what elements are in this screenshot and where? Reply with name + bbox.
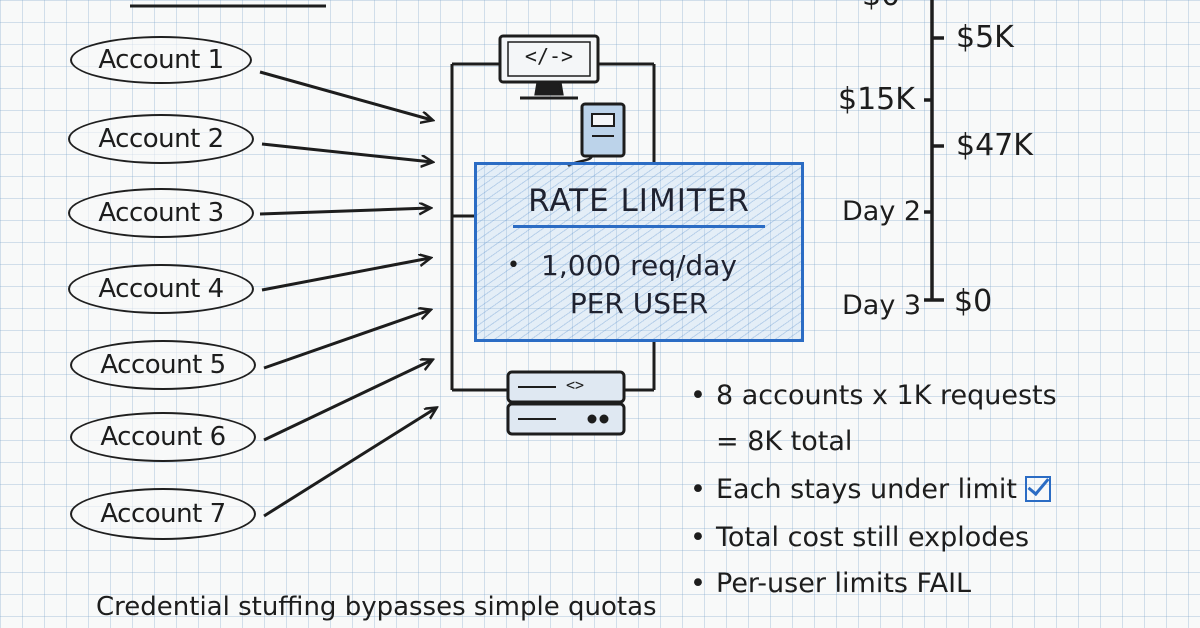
monitor-code-label: </-> — [524, 44, 574, 68]
caption: Credential stuffing bypasses simple quot… — [96, 592, 657, 622]
account-5-node: Account 5 — [70, 340, 256, 390]
timeline-top-cut-value: $0 — [862, 0, 900, 13]
account-1-node: Account 1 — [70, 36, 252, 84]
monitor-icon — [498, 34, 600, 100]
bullet-icon: • — [690, 568, 706, 599]
cost-timeline — [924, 0, 944, 302]
timeline-value-5k: $5K — [956, 20, 1014, 55]
system-frame — [450, 62, 656, 392]
bullet-icon: • — [690, 474, 706, 505]
device-icon — [567, 102, 626, 168]
checkbox-checked-icon — [1025, 475, 1052, 502]
bullet-icon: • — [690, 380, 706, 411]
timeline-day-3: Day 3 — [842, 290, 922, 321]
account-2-node: Account 2 — [68, 114, 254, 164]
timeline-value-47k: $47K — [956, 128, 1033, 163]
rate-limiter-box: RATE LIMITER • 1,000 req/day PER USER — [474, 162, 804, 342]
rate-limiter-rule-line1: 1,000 req/day — [541, 249, 737, 282]
note-cost-explodes: •Total cost still explodes — [690, 522, 1030, 553]
rate-limiter-title: RATE LIMITER — [528, 183, 750, 219]
arrow-account-2 — [261, 142, 432, 162]
rate-limiter-rule-line2: PER USER — [569, 287, 709, 320]
note-limits-fail: •Per-user limits FAIL — [690, 568, 972, 599]
timeline-value-0: $0 — [954, 284, 993, 319]
arrow-account-7 — [263, 408, 436, 518]
note-under-limit: •Each stays under limit — [690, 474, 1052, 505]
server-icon — [506, 370, 626, 436]
bullet-icon: • — [507, 253, 520, 278]
note-total: = 8K total — [716, 426, 853, 457]
rate-limiter-rule: 1,000 req/day PER USER — [477, 247, 801, 323]
note-accounts-requests: •8 accounts x 1K requests — [690, 380, 1057, 411]
timeline-day-2: Day 2 — [842, 196, 922, 227]
arrow-account-4 — [261, 258, 430, 292]
account-6-node: Account 6 — [70, 412, 256, 462]
arrow-account-1 — [259, 70, 432, 120]
arrow-account-3 — [259, 208, 430, 216]
arrow-account-6 — [263, 360, 432, 442]
rate-limiter-underline — [513, 225, 765, 228]
arrow-account-5 — [263, 310, 430, 370]
account-4-node: Account 4 — [68, 264, 254, 314]
timeline-value-15k: $15K — [838, 82, 915, 117]
server-label: <> — [566, 376, 585, 394]
account-3-node: Account 3 — [68, 188, 254, 238]
account-arrows — [259, 70, 436, 518]
account-7-node: Account 7 — [70, 488, 256, 540]
bullet-icon: • — [690, 522, 706, 553]
